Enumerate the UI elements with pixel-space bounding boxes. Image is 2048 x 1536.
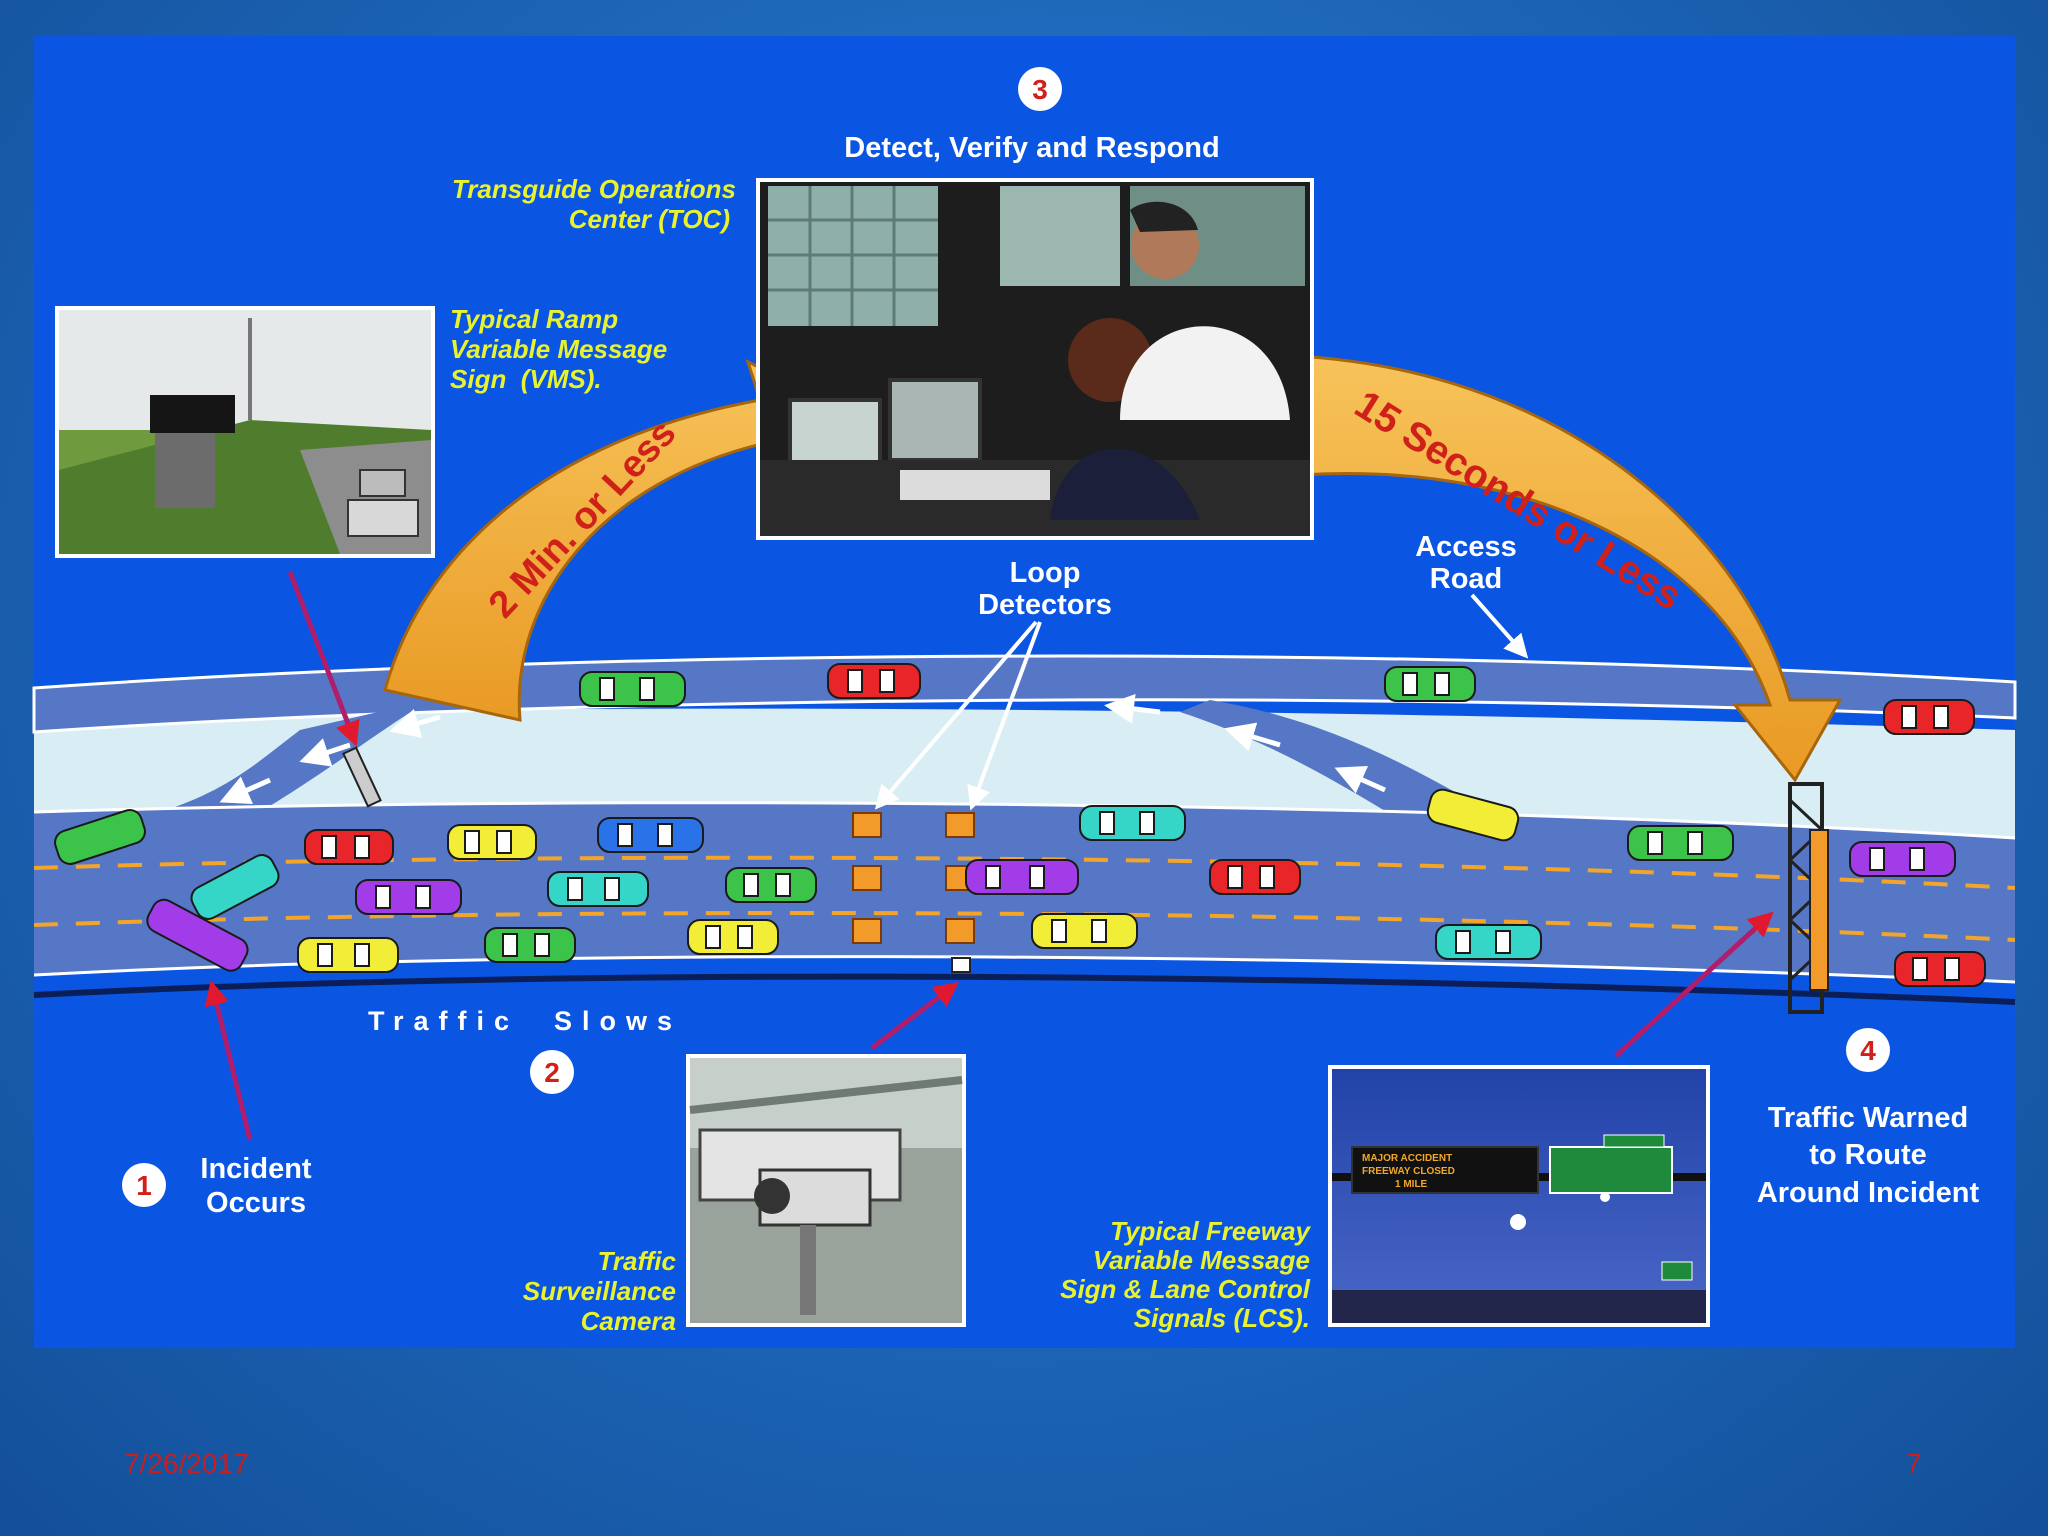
freeway-vms-line-2: Variable Message — [1093, 1245, 1310, 1275]
step-badge-1: 1 — [122, 1163, 166, 1207]
car-red — [1209, 859, 1301, 895]
ramp-vms-photo — [55, 306, 435, 558]
car-red — [304, 829, 394, 865]
car-purple — [965, 859, 1079, 895]
lane-marking-2 — [33, 911, 2016, 942]
car-purple — [1849, 841, 1956, 877]
car-red — [827, 663, 921, 699]
freeway-vms-line-4: Signals (LCS). — [1134, 1303, 1310, 1333]
callout-arrows — [204, 571, 1774, 1141]
callout-access-road — [1470, 593, 1529, 659]
step-3-title: Detect, Verify and Respond — [844, 132, 1220, 164]
car-green — [1627, 825, 1734, 861]
callout-freeway-vms — [1614, 911, 1774, 1058]
loop-detectors-line-1: Loop — [1010, 557, 1081, 589]
step-badge-3: 3 — [1018, 67, 1062, 111]
step-badge-2: 2 — [530, 1050, 574, 1094]
callout-loop-1 — [874, 620, 1038, 810]
callout-ramp-vms — [287, 571, 360, 747]
car-yellow — [1426, 788, 1520, 842]
step-4-line-3: Around Incident — [1757, 1177, 1980, 1209]
camera-line-3: Camera — [581, 1306, 676, 1336]
ramp-vms-post — [342, 746, 382, 808]
access-road-line-2: Road — [1430, 563, 1503, 595]
freeway-vms-photo: MAJOR ACCIDENT FREEWAY CLOSED 1 MILE — [1328, 1065, 1710, 1327]
car-green — [579, 671, 686, 707]
lane-marking-1 — [33, 855, 2016, 890]
camera-photo — [686, 1054, 966, 1327]
car-cyan — [1435, 924, 1542, 960]
callout-camera — [870, 981, 959, 1050]
step-number-4: 4 — [1860, 1035, 1876, 1066]
car-cyan — [547, 871, 649, 907]
callout-white-arrows — [874, 593, 1529, 811]
callout-loop-2 — [967, 621, 1042, 811]
vms-line-2: FREEWAY CLOSED — [1362, 1166, 1455, 1177]
ramp-vms-line-3: Sign (VMS). — [450, 364, 602, 394]
footer-page-number: 7 — [1906, 1448, 1922, 1479]
car-red — [1894, 951, 1986, 987]
step-2-label: Traffic Slows — [368, 1006, 682, 1036]
car-cyan — [1079, 805, 1186, 841]
car-yellow — [447, 824, 537, 860]
flow-arrows — [219, 693, 1387, 804]
access-road-line-1: Access — [1415, 531, 1517, 563]
step-number-2: 2 — [544, 1057, 560, 1088]
toc-photo — [756, 178, 1314, 540]
car-cyan — [190, 854, 280, 920]
step-4-line-2: to Route — [1809, 1139, 1927, 1171]
car-red — [1883, 699, 1975, 735]
car-yellow — [1031, 913, 1138, 949]
vms-line-1: MAJOR ACCIDENT — [1362, 1153, 1452, 1164]
car-purple — [146, 898, 249, 972]
loop-detectors-line-2: Detectors — [978, 589, 1112, 621]
road-camera-icon — [951, 957, 971, 973]
toc-line-1: Transguide Operations — [452, 174, 736, 204]
car-blue — [597, 817, 704, 853]
arrow-15-sec — [1255, 353, 1843, 783]
car-green — [54, 809, 146, 865]
callout-incident — [204, 980, 253, 1141]
step-1-line-2: Occurs — [206, 1187, 306, 1219]
car-purple — [355, 879, 462, 915]
step-4-line-1: Traffic Warned — [1768, 1102, 1968, 1134]
ramp-vms-line-1: Typical Ramp — [450, 304, 618, 334]
lcs-gantry — [1788, 782, 1829, 1014]
freeway-vms-line-1: Typical Freeway — [1110, 1216, 1311, 1246]
freeway-vms-line-3: Sign & Lane Control — [1060, 1274, 1311, 1304]
footer-date: 7/26/2017 — [124, 1448, 249, 1479]
ramp-vms-line-2: Variable Message — [450, 334, 667, 364]
camera-line-1: Traffic — [597, 1246, 676, 1276]
vms-line-3: 1 MILE — [1395, 1179, 1428, 1190]
car-green — [484, 927, 576, 963]
step-number-3: 3 — [1032, 74, 1048, 105]
camera-line-2: Surveillance — [523, 1276, 676, 1306]
vehicles — [54, 663, 1986, 987]
car-green — [1384, 666, 1476, 702]
step-1-line-1: Incident — [200, 1153, 312, 1185]
step-number-1: 1 — [136, 1170, 152, 1201]
car-yellow — [297, 937, 399, 973]
step-badge-4: 4 — [1846, 1028, 1890, 1072]
toc-line-2: Center (TOC) — [569, 204, 730, 234]
car-yellow — [687, 919, 779, 955]
car-green — [725, 867, 817, 903]
